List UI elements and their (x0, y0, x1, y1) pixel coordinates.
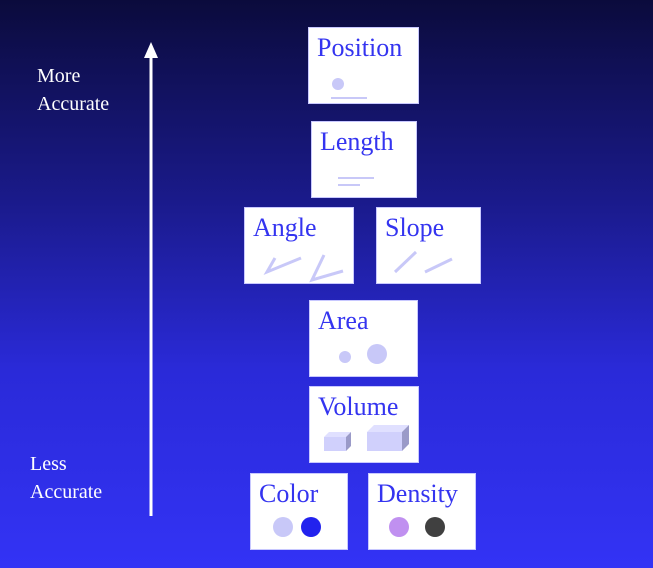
color-title: Color (259, 479, 319, 508)
accuracy-arrow (144, 42, 158, 516)
label-line: Accurate (37, 93, 110, 115)
angle-box: Angle (244, 207, 354, 284)
label-line: Accurate (30, 481, 103, 503)
slope-mark-icon (393, 250, 453, 274)
volume-title: Volume (318, 392, 399, 421)
volume-box: Volume (309, 386, 419, 463)
label-line: Less (30, 453, 67, 475)
area-mark-icon (339, 344, 387, 364)
area-box: Area (309, 300, 418, 377)
density-box: Density (368, 473, 476, 550)
more-accurate-label: More Accurate (37, 62, 109, 118)
label-line: More (37, 65, 81, 87)
less-accurate-label: Less Accurate (30, 450, 102, 506)
color-mark-icon (273, 517, 321, 537)
density-mark-icon (389, 517, 445, 537)
slope-title: Slope (385, 213, 445, 242)
angle-title: Angle (253, 213, 317, 242)
slope-box: Slope (376, 207, 481, 284)
position-title: Position (317, 33, 403, 62)
position-box: Position (308, 27, 419, 104)
color-box: Color (250, 473, 348, 550)
volume-mark-icon (324, 425, 409, 451)
position-mark-icon (331, 78, 367, 99)
area-title: Area (318, 306, 369, 335)
density-title: Density (377, 479, 458, 508)
angle-mark-icon (263, 254, 344, 283)
length-title: Length (320, 127, 394, 156)
length-mark-icon (338, 177, 374, 186)
length-box: Length (311, 121, 417, 198)
